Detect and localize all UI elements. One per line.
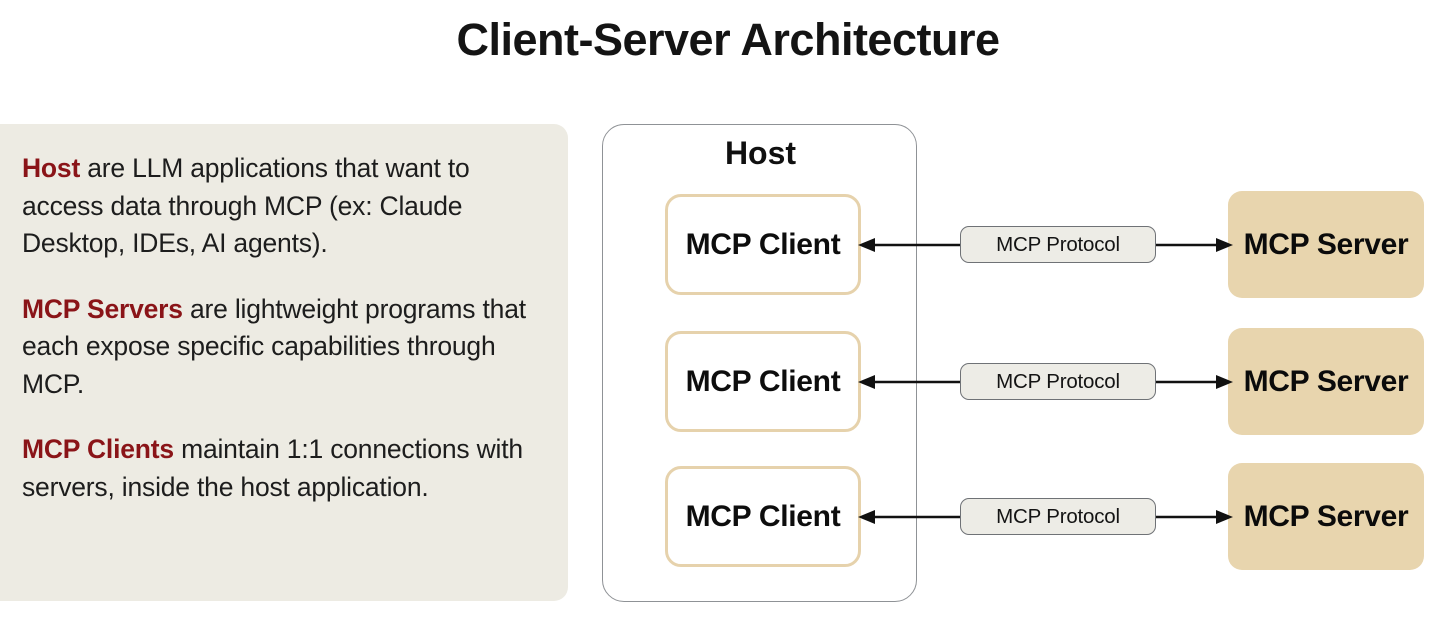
host-label: Host xyxy=(724,135,797,171)
mcp-client-label-2: MCP Client xyxy=(685,364,841,398)
mcp-protocol-label-2: MCP Protocol xyxy=(996,369,1120,393)
connector-arrows-1 xyxy=(858,238,1233,252)
mcp-protocol-label-1: MCP Protocol xyxy=(996,232,1120,256)
info-paragraph-mcp-servers: MCP Servers are lightweight programs tha… xyxy=(22,291,542,404)
info-term-mcp-servers: MCP Servers xyxy=(22,293,183,324)
architecture-row-2: MCP Client MCP Protocol MCP Server xyxy=(0,327,1456,437)
mcp-protocol-pill-1: MCP Protocol xyxy=(960,226,1156,263)
mcp-server-label-1: MCP Server xyxy=(1243,227,1409,261)
mcp-client-label-3: MCP Client xyxy=(685,499,841,533)
mcp-client-label-1: MCP Client xyxy=(685,227,841,261)
mcp-client-box-2: MCP Client xyxy=(665,331,861,432)
mcp-client-box-1: MCP Client xyxy=(665,194,861,295)
mcp-server-box-3: MCP Server xyxy=(1228,463,1424,570)
connector-arrows-2 xyxy=(858,375,1233,389)
info-term-mcp-clients: MCP Clients xyxy=(22,434,174,464)
mcp-protocol-pill-2: MCP Protocol xyxy=(960,363,1156,400)
info-text-mcp-servers: are lightweight programs that each expos… xyxy=(22,293,526,399)
architecture-row-3: MCP Client MCP Protocol MCP Server xyxy=(0,462,1456,572)
mcp-client-box-3: MCP Client xyxy=(665,466,861,567)
mcp-protocol-pill-3: MCP Protocol xyxy=(960,498,1156,535)
page-title: Client-Server Architecture xyxy=(456,14,1000,65)
info-text-mcp-clients: maintain 1:1 connections with servers, i… xyxy=(22,434,523,502)
mcp-server-box-2: MCP Server xyxy=(1228,328,1424,435)
connector-arrows-3 xyxy=(858,510,1233,524)
info-paragraph-host: Host are LLM applications that want to a… xyxy=(22,150,542,263)
info-term-host: Host xyxy=(22,153,81,183)
mcp-server-label-2: MCP Server xyxy=(1243,364,1409,398)
mcp-server-label-3: MCP Server xyxy=(1243,499,1409,533)
info-panel: Host are LLM applications that want to a… xyxy=(0,124,568,601)
architecture-row-1: MCP Client MCP Protocol MCP Server xyxy=(0,190,1456,300)
mcp-server-box-1: MCP Server xyxy=(1228,191,1424,298)
info-text-host: are LLM applications that want to access… xyxy=(22,153,470,258)
info-paragraph-mcp-clients: MCP Clients maintain 1:1 connections wit… xyxy=(22,431,542,506)
mcp-protocol-label-3: MCP Protocol xyxy=(996,504,1120,528)
